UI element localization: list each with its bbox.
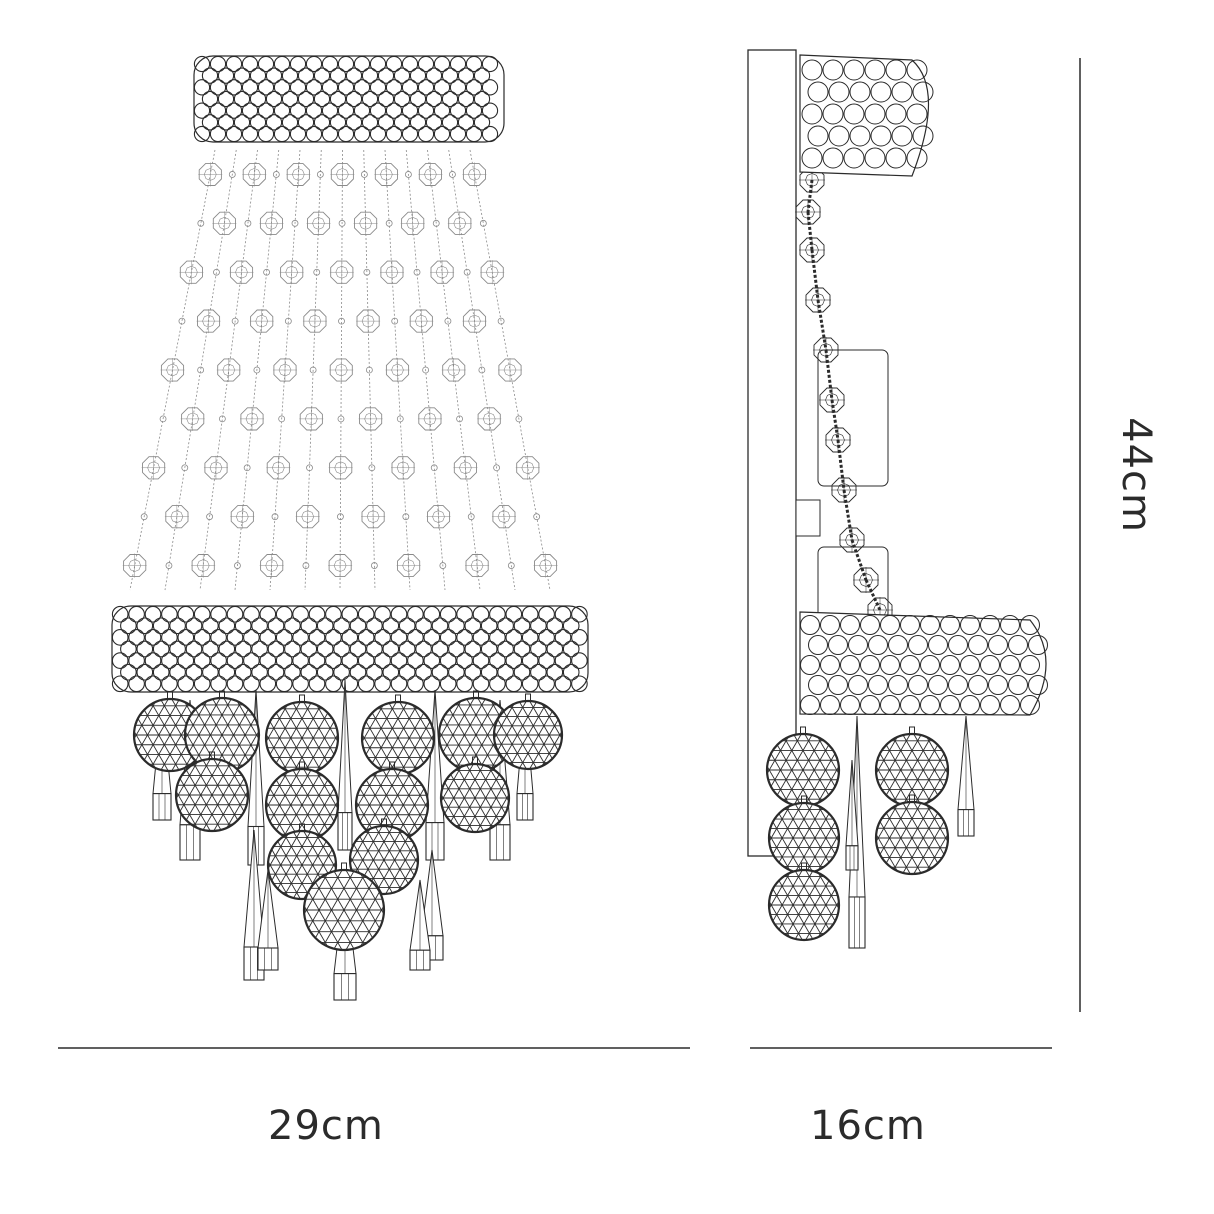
side-pendants [845,715,975,949]
wall-plate [747,49,821,857]
height-label: 44cm [1112,417,1159,533]
side-top-band [799,54,934,177]
top-crystal-band [193,55,505,143]
dimension-lines [58,58,1081,1049]
crystal-ball-13 [302,862,386,952]
crystal-ball-7 [492,693,564,771]
width-label: 29cm [268,1103,384,1149]
side-pendant-2 [957,715,975,837]
bottom-crystal-band [111,605,589,693]
side-pendant-3 [845,759,859,871]
pendant-8 [425,689,445,861]
depth-label: 16cm [810,1103,926,1149]
candle-holders [817,349,889,620]
side-crystal-chain [795,167,893,623]
side-pendant-1 [848,715,866,949]
pendant-10 [409,879,431,971]
crystal-ball-8 [264,761,340,843]
crystal-ball-3 [174,751,250,833]
crystal-ball-9 [354,761,430,843]
front-crystal-balls [132,690,564,952]
crystal-ball-10 [439,756,511,834]
side-ball-1 [765,726,841,808]
crystal-chains [122,149,558,591]
side-ball-3 [767,862,841,942]
side-view-drawing [747,49,1048,949]
front-view-drawing [111,55,589,1001]
pendant-5 [257,869,279,971]
crystal-ball-11 [266,823,338,901]
pendant-9 [420,849,444,961]
pendant-6 [337,679,353,851]
crystal-ball-5 [360,694,436,776]
crystal-ball-4 [264,694,340,776]
side-bottom-band [799,611,1048,716]
